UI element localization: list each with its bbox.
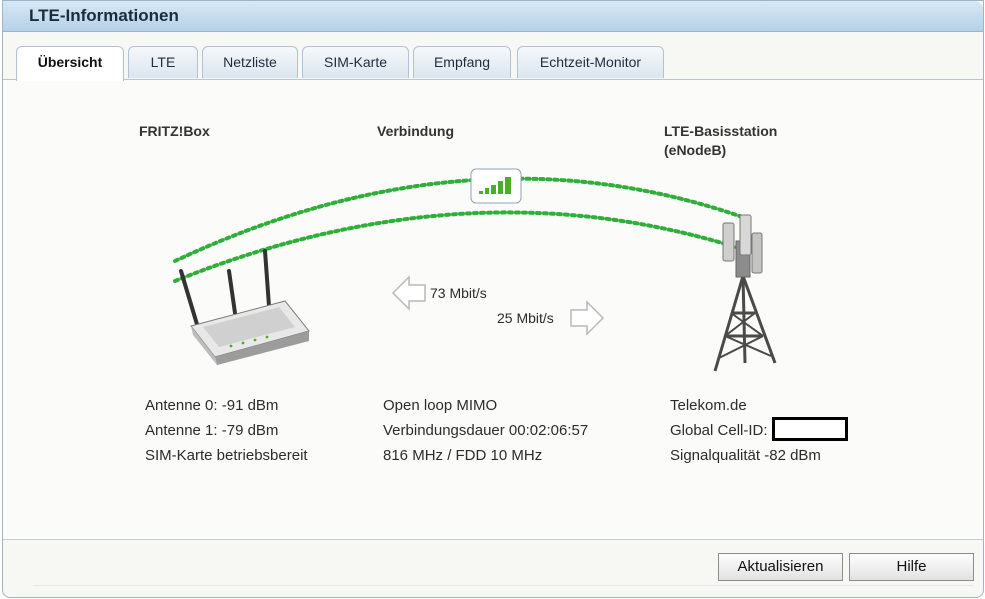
footer-divider — [3, 539, 983, 540]
title-bar: LTE-Informationen — [3, 1, 983, 32]
router-icon — [179, 249, 310, 365]
connection-diagram — [173, 168, 777, 372]
connection-duration: Verbindungsdauer 00:02:06:57 — [383, 422, 589, 439]
cell-id-redacted — [771, 417, 848, 442]
basestation-title-line1: LTE-Basisstation — [664, 123, 778, 139]
fritzbox-title: FRITZ!Box — [139, 123, 210, 139]
tab-uebersicht[interactable]: Übersicht — [16, 46, 124, 81]
signal-quality: Signalqualität -82 dBm — [670, 447, 821, 465]
frequency-band: 816 MHz / FDD 10 MHz — [383, 447, 543, 464]
signal-bar — [491, 185, 496, 194]
upstream-rate: 25 Mbit/s — [497, 310, 554, 326]
basestation-info: Telekom.de Global Cell-ID: Signalqualitä… — [670, 393, 848, 468]
cell-id-row: Global Cell-ID: — [670, 417, 848, 443]
tab-netzliste[interactable]: Netzliste — [202, 46, 298, 78]
arrow-left-icon — [391, 275, 426, 311]
cell-id-label: Global Cell-ID: — [670, 422, 768, 439]
basestation-title-line2: (eNodeB) — [664, 142, 727, 158]
mimo-mode: Open loop MIMO — [383, 397, 498, 414]
signal-strength-icon — [470, 168, 522, 204]
antenna-0-value: Antenne 0: -91 dBm — [145, 397, 279, 414]
arrow-right-icon — [570, 300, 605, 336]
tab-echtzeit-monitor[interactable]: Echtzeit-Monitor — [517, 46, 664, 78]
connection-arc-lower — [173, 210, 750, 283]
signal-bar — [498, 181, 503, 194]
connection-arc-upper — [173, 176, 750, 263]
signal-bar — [479, 191, 483, 194]
sim-status: SIM-Karte betriebsbereit — [145, 447, 308, 464]
antenna-1-value: Antenne 1: -79 dBm — [145, 422, 279, 439]
connection-title: Verbindung — [377, 123, 454, 139]
downstream-rate: 73 Mbit/s — [430, 285, 487, 301]
basestation-title: LTE-Basisstation (eNodeB) — [664, 122, 777, 160]
connection-info: Open loop MIMO Verbindungsdauer 00:02:06… — [383, 393, 588, 468]
signal-bar — [485, 188, 489, 194]
fritzbox-info: Antenne 0: -91 dBm Antenne 1: -79 dBm SI… — [145, 393, 308, 468]
signal-bar — [505, 177, 511, 194]
window-title: LTE-Informationen — [29, 6, 179, 25]
tab-empfang[interactable]: Empfang — [413, 46, 511, 78]
cell-tower-icon — [713, 214, 777, 372]
tab-lte[interactable]: LTE — [128, 46, 198, 78]
tab-sim-karte[interactable]: SIM-Karte — [302, 46, 409, 78]
refresh-button[interactable]: Aktualisieren — [718, 553, 843, 581]
overview-panel — [3, 80, 983, 540]
tab-divider — [3, 79, 983, 80]
footer-divider-lower — [33, 585, 973, 586]
help-button[interactable]: Hilfe — [849, 553, 974, 581]
provider-name: Telekom.de — [670, 397, 747, 414]
